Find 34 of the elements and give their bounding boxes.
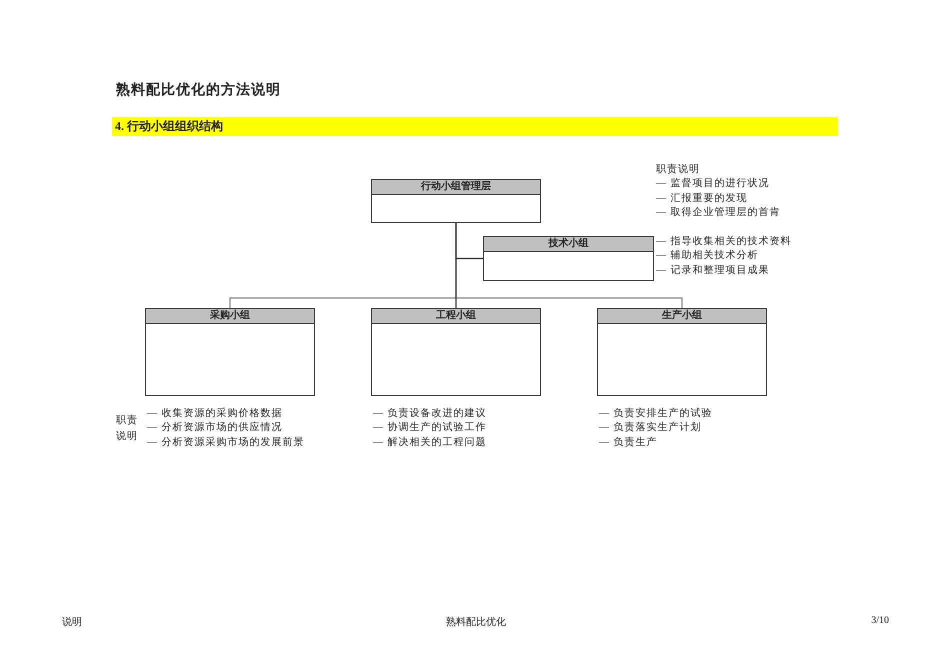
duty-item: — 收集资源的采购价格数据 [147,407,282,421]
duty-item: — 取得企业管理层的首肯 [656,206,780,220]
duty-item: — 负责设备改进的建议 [373,407,486,421]
org-box [483,236,654,281]
duty-item: — 负责安排生产的试验 [599,407,712,421]
box-header: 采购小组 [146,309,314,324]
duty-item: — 记录和整理项目成果 [656,264,770,278]
box-header: 工程小组 [372,309,540,324]
footer-text: 熟料配比优化 [446,616,506,629]
connector-line [455,223,457,308]
duty-item: — 协调生产的试验工作 [373,421,486,436]
duty-item: — 监督项目的进行状况 [656,177,770,192]
duty-item: — 辅助相关技术分析 [656,249,758,264]
section-heading: 4. 行动小组组织结构 [115,118,223,135]
section-band [112,117,838,136]
page-number: 3/10 [871,615,889,626]
duty-item: — 汇报重要的发现 [656,192,748,206]
box-header: 行动小组管理层 [372,180,540,195]
duty-heading: 职责说明 [656,163,700,177]
duty-item: — 负责生产 [599,436,658,450]
box-header: 生产小组 [598,309,766,324]
org-box [371,308,541,396]
duty-item: — 解决相关的工程问题 [373,436,486,450]
org-box [145,308,315,396]
box-header: 技术小组 [484,237,653,252]
org-box [371,179,541,223]
duty-item: — 负责落实生产计划 [599,421,702,436]
duty-item: — 分析资源市场的供应情况 [147,421,282,436]
side-note: 职责说明 [116,414,138,444]
footer-text: 说明 [62,616,82,629]
duty-item: — 指导收集相关的技术资料 [656,235,792,249]
org-box [597,308,767,396]
page-title: 熟料配比优化的方法说明 [116,81,281,99]
duty-item: — 分析资源采购市场的发展前景 [147,436,304,450]
